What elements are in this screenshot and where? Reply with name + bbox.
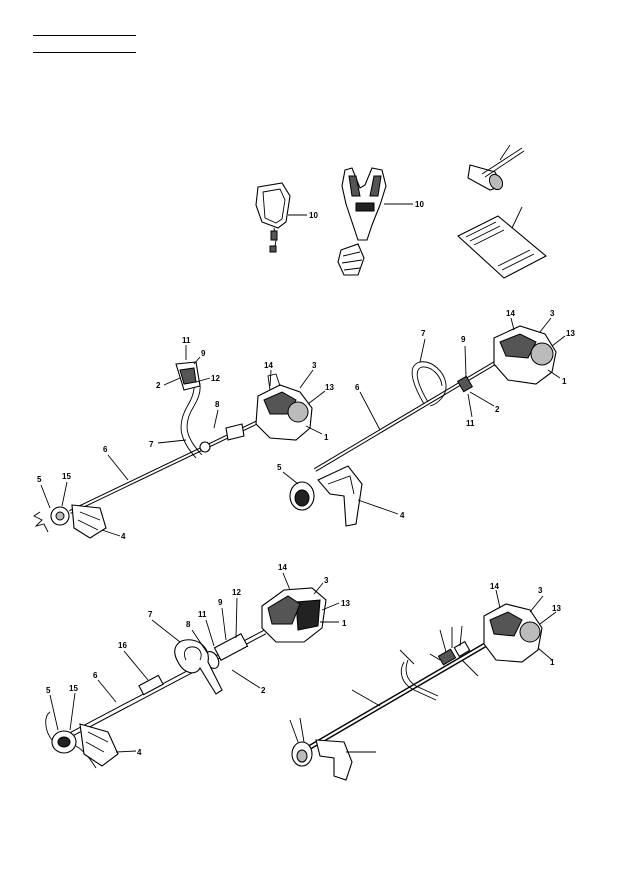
fig1-label-6: 6 [103,445,108,454]
fig1-label-9: 9 [201,349,206,358]
shoulder-strap-illustration: 10 [255,182,318,253]
fig2-label-2: 2 [495,405,500,414]
fig1-label-15: 15 [62,472,71,481]
header-rule-top [33,35,136,36]
fig3-label-15: 15 [69,684,78,693]
fig2-label-13: 13 [566,329,575,338]
figure-bike-handle-light: 14 3 13 1 [289,582,561,781]
fig1-label-14: 14 [264,361,273,370]
owners-manual-illustration [457,206,547,279]
fig2-label-4: 4 [400,511,405,520]
fig4-label-3: 3 [538,586,543,595]
fig1-label-13: 13 [325,383,334,392]
harness-illustration: 10 [337,167,424,276]
fig3-label-12: 12 [232,588,241,597]
fig1-label-4: 4 [121,532,126,541]
fig1-label-8: 8 [215,400,220,409]
fig1-label-12: 12 [211,374,220,383]
fig3-label-1: 1 [342,619,347,628]
fig4-label-13: 13 [552,604,561,613]
fig1-label-1: 1 [324,433,329,442]
label-harness: 10 [415,200,424,209]
fig2-label-3: 3 [550,309,555,318]
fig3-label-8: 8 [186,620,191,629]
spark-plug-wrench-illustration [467,144,525,191]
fig2-label-14: 14 [506,309,515,318]
fig3-label-9: 9 [218,598,223,607]
fig3-label-5: 5 [46,686,51,695]
figure-loop-handle-trimmer: 11 9 2 12 14 3 13 1 8 7 6 5 15 4 [33,336,334,541]
label-shoulder-strap: 10 [309,211,318,220]
fig2-label-11: 11 [466,419,475,428]
fig2-label-7: 7 [421,329,426,338]
fig2-label-9: 9 [461,335,466,344]
fig3-label-4: 4 [137,748,142,757]
fig3-label-14: 14 [278,563,287,572]
fig2-label-5: 5 [277,463,282,472]
fig4-label-1: 1 [550,658,555,667]
fig3-label-3: 3 [324,576,329,585]
fig3-label-13: 13 [341,599,350,608]
fig3-label-2: 2 [261,686,266,695]
fig2-label-1: 1 [562,377,567,386]
figure-bike-handle-brushcutter: 7 9 14 3 13 1 6 2 11 5 4 [277,309,575,527]
fig4-label-14: 14 [490,582,499,591]
fig1-label-5: 5 [37,475,42,484]
fig3-label-16: 16 [118,641,127,650]
fig1-label-11: 11 [182,336,191,345]
fig3-label-11: 11 [198,610,207,619]
fig1-label-7: 7 [149,440,154,449]
fig3-label-6: 6 [93,671,98,680]
fig3-label-7: 7 [148,610,153,619]
header-rule-bottom [33,52,136,53]
fig1-label-2: 2 [156,381,161,390]
fig1-label-3: 3 [312,361,317,370]
figure-loop-handle-large: 14 3 13 1 7 12 9 11 8 2 16 6 5 15 4 [45,563,350,769]
fig2-label-6: 6 [355,383,360,392]
